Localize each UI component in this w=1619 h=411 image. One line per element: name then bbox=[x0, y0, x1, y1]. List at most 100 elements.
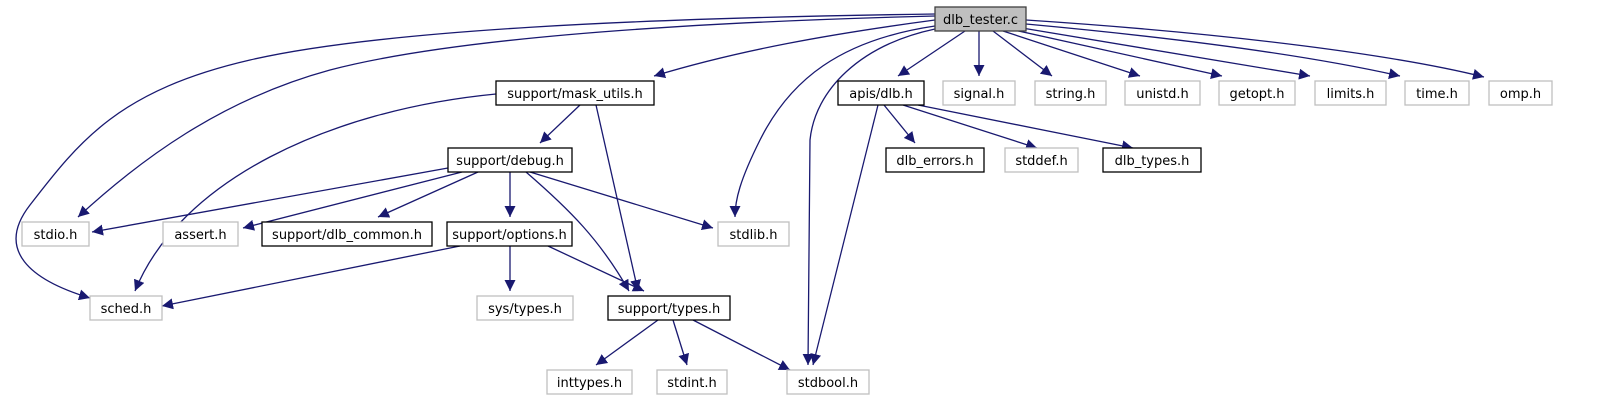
node-label: assert.h bbox=[174, 228, 226, 243]
node-box[interactable] bbox=[1314, 80, 1387, 106]
node-label: support/mask_utils.h bbox=[507, 87, 642, 102]
node-box[interactable] bbox=[837, 80, 925, 106]
edge-options-to-support_types bbox=[547, 245, 645, 292]
edge-debug-to-dlb_common bbox=[377, 171, 479, 218]
node-stdbool[interactable]: stdbool.h bbox=[786, 369, 870, 395]
node-box[interactable] bbox=[89, 295, 163, 321]
node-label: signal.h bbox=[954, 87, 1005, 102]
edge-apis_dlb-to-stddef bbox=[902, 104, 1038, 150]
node-box[interactable] bbox=[1218, 80, 1296, 106]
node-signal[interactable]: signal.h bbox=[942, 80, 1016, 106]
node-getopt[interactable]: getopt.h bbox=[1218, 80, 1296, 106]
node-box[interactable] bbox=[607, 295, 731, 321]
edge-support_types-to-stdbool bbox=[692, 319, 791, 371]
node-support-types[interactable]: support/types.h bbox=[607, 295, 731, 321]
node-label: dlb_types.h bbox=[1115, 154, 1190, 169]
edge-dlb_tester_c-to-string bbox=[992, 30, 1053, 77]
node-label: string.h bbox=[1046, 87, 1096, 102]
node-box[interactable] bbox=[1102, 147, 1202, 173]
edge-debug-to-stdlib bbox=[529, 171, 714, 231]
node-limits[interactable]: limits.h bbox=[1314, 80, 1387, 106]
node-omp[interactable]: omp.h bbox=[1488, 80, 1553, 106]
edge-apis_dlb-to-stdbool bbox=[810, 104, 879, 366]
edge-support_types-to-inttypes bbox=[595, 319, 659, 366]
node-box[interactable] bbox=[546, 369, 633, 395]
node-label: stddef.h bbox=[1015, 154, 1067, 169]
edge-dlb_tester_c-to-omp bbox=[1025, 19, 1485, 80]
edge-support_types-to-stdint bbox=[672, 319, 689, 366]
edge-apis_dlb-to-dlb_errors bbox=[883, 104, 916, 144]
edge-dlb_tester_c-to-apis_dlb bbox=[897, 30, 966, 77]
node-options[interactable]: support/options.h bbox=[446, 221, 573, 247]
node-label: sys/types.h bbox=[488, 302, 562, 317]
node-box[interactable] bbox=[447, 147, 573, 173]
edge-dlb_tester_c-to-limits bbox=[1021, 27, 1311, 80]
node-label: support/debug.h bbox=[456, 154, 564, 169]
node-mask-utils[interactable]: support/mask_utils.h bbox=[495, 80, 655, 106]
node-label: support/options.h bbox=[452, 228, 567, 243]
node-box[interactable] bbox=[495, 80, 655, 106]
node-box[interactable] bbox=[786, 369, 870, 395]
node-debug[interactable]: support/debug.h bbox=[447, 147, 573, 173]
node-stdlib[interactable]: stdlib.h bbox=[717, 221, 790, 247]
node-box[interactable] bbox=[446, 221, 573, 247]
node-label: apis/dlb.h bbox=[849, 87, 912, 102]
edge-dlb_tester_c-to-sched bbox=[15, 13, 936, 301]
node-label: getopt.h bbox=[1229, 87, 1284, 102]
edge-mask_utils-to-sched bbox=[134, 93, 497, 292]
node-box[interactable] bbox=[885, 147, 985, 173]
node-label: stdio.h bbox=[34, 228, 78, 243]
node-box[interactable] bbox=[1034, 80, 1107, 106]
node-box[interactable] bbox=[934, 6, 1027, 32]
node-stdint[interactable]: stdint.h bbox=[656, 369, 728, 395]
node-unistd[interactable]: unistd.h bbox=[1124, 80, 1201, 106]
node-box[interactable] bbox=[162, 221, 239, 247]
edge-options-to-sched bbox=[161, 245, 461, 310]
node-inttypes[interactable]: inttypes.h bbox=[546, 369, 633, 395]
node-sys-types[interactable]: sys/types.h bbox=[476, 295, 574, 321]
edge-debug-to-assert bbox=[242, 171, 463, 231]
node-label: time.h bbox=[1416, 87, 1458, 102]
node-label: dlb_tester.c bbox=[943, 13, 1018, 28]
node-label: unistd.h bbox=[1136, 87, 1189, 102]
node-box[interactable] bbox=[1004, 147, 1079, 173]
edges-layer bbox=[15, 13, 1485, 371]
node-box[interactable] bbox=[717, 221, 790, 247]
node-dlb-common[interactable]: support/dlb_common.h bbox=[261, 221, 433, 247]
node-label: stdbool.h bbox=[798, 376, 858, 391]
node-box[interactable] bbox=[261, 221, 433, 247]
node-box[interactable] bbox=[942, 80, 1016, 106]
edge-dlb_tester_c-to-getopt bbox=[1013, 29, 1223, 79]
node-box[interactable] bbox=[1488, 80, 1553, 106]
nodes-layer: dlb_tester.c support/mask_utils.h apis/dlb… bbox=[21, 6, 1553, 395]
edge-mask_utils-to-debug bbox=[539, 104, 581, 144]
node-label: support/dlb_common.h bbox=[272, 228, 422, 243]
node-box[interactable] bbox=[1124, 80, 1201, 106]
node-dlb-types[interactable]: dlb_types.h bbox=[1102, 147, 1202, 173]
edge-dlb_tester_c-to-time bbox=[1025, 23, 1401, 79]
node-box[interactable] bbox=[656, 369, 728, 395]
node-dlb-tester-c[interactable]: dlb_tester.c bbox=[934, 6, 1027, 32]
node-label: dlb_errors.h bbox=[896, 154, 973, 169]
edge-dlb_tester_c-to-stdbool bbox=[802, 28, 936, 366]
node-assert[interactable]: assert.h bbox=[162, 221, 239, 247]
node-label: inttypes.h bbox=[557, 376, 622, 391]
edge-debug-to-support_types bbox=[525, 171, 630, 292]
node-string[interactable]: string.h bbox=[1034, 80, 1107, 106]
node-apis-dlb[interactable]: apis/dlb.h bbox=[837, 80, 925, 106]
edge-dlb_tester_c-to-stdlib bbox=[729, 25, 936, 218]
node-stdio[interactable]: stdio.h bbox=[21, 221, 90, 247]
node-box[interactable] bbox=[476, 295, 574, 321]
node-box[interactable] bbox=[21, 221, 90, 247]
node-label: stdlib.h bbox=[730, 228, 778, 243]
node-box[interactable] bbox=[1404, 80, 1470, 106]
edge-dlb_tester_c-to-stdio bbox=[77, 15, 936, 218]
node-time[interactable]: time.h bbox=[1404, 80, 1470, 106]
node-dlb-errors[interactable]: dlb_errors.h bbox=[885, 147, 985, 173]
edge-apis_dlb-to-dlb_types bbox=[917, 104, 1134, 152]
node-stddef[interactable]: stddef.h bbox=[1004, 147, 1079, 173]
node-label: stdint.h bbox=[667, 376, 716, 391]
node-sched[interactable]: sched.h bbox=[89, 295, 163, 321]
node-label: limits.h bbox=[1327, 87, 1375, 102]
